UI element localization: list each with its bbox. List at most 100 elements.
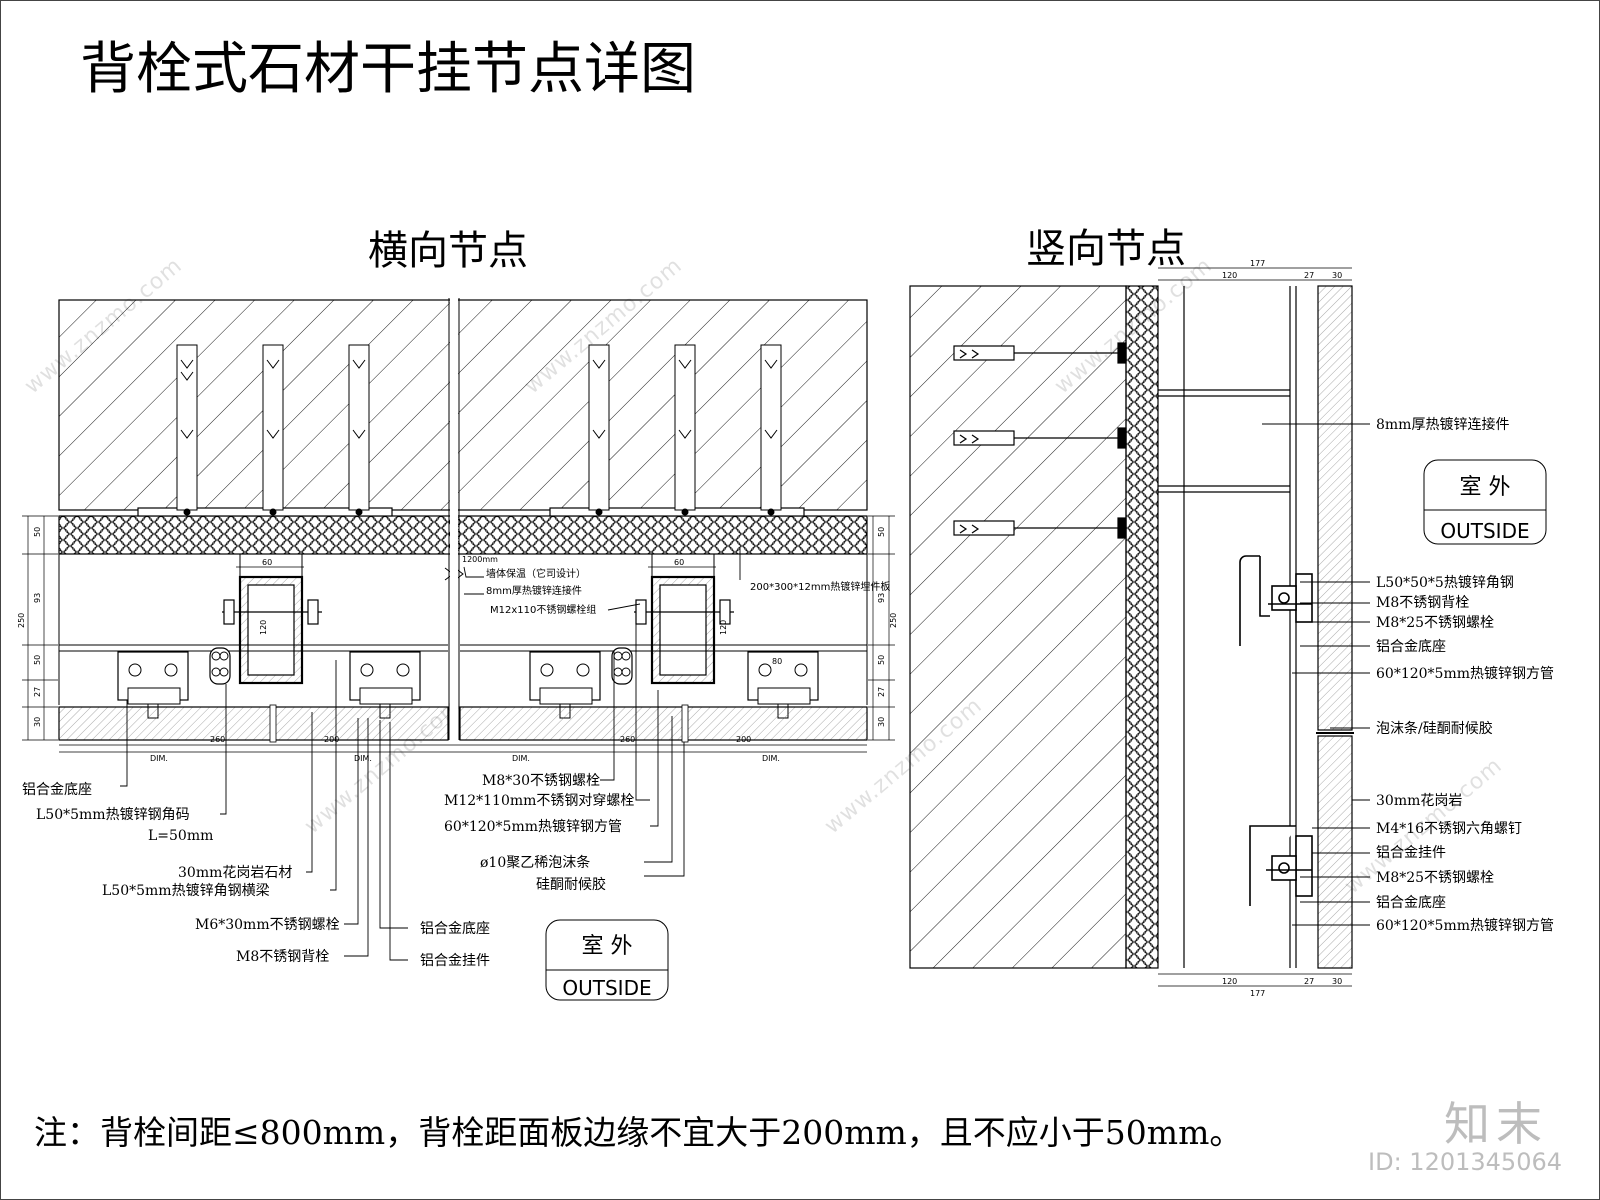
- inline-labels: 墙体保温（它司设计） 8mm厚热镀锌连接件 M12x110不锈钢螺栓组 200*…: [486, 567, 890, 616]
- svg-text:250: 250: [17, 613, 26, 628]
- callout-labels-horizontal: 铝合金底座 L50*5mm热镀锌钢角码 L=50mm 30mm花岗岩石材 L50…: [22, 773, 634, 969]
- svg-text:60: 60: [674, 558, 684, 567]
- svg-text:27: 27: [877, 687, 886, 697]
- svg-text:1200mm: 1200mm: [462, 555, 498, 564]
- vertical-dims: [1158, 267, 1352, 987]
- svg-text:120: 120: [719, 620, 728, 635]
- insulation-layer: [1125, 285, 1159, 969]
- svg-text:200*300*12mm热镀锌埋件板: 200*300*12mm热镀锌埋件板: [750, 580, 890, 593]
- svg-text:250: 250: [889, 613, 898, 628]
- svg-text:80: 80: [772, 657, 782, 666]
- granite-panel: [58, 706, 449, 741]
- svg-text:DIM.: DIM.: [150, 754, 168, 763]
- svg-text:177: 177: [1250, 259, 1265, 268]
- svg-text:硅酮耐候胶: 硅酮耐候胶: [536, 876, 606, 893]
- connector-plates: [1158, 389, 1290, 493]
- svg-text:120: 120: [259, 620, 268, 635]
- anchor-bolts: [176, 344, 782, 516]
- svg-text:93: 93: [33, 593, 42, 603]
- svg-text:铝合金底座: 铝合金底座: [1376, 895, 1446, 911]
- svg-text:M8*30不锈钢螺栓: M8*30不锈钢螺栓: [482, 773, 600, 789]
- svg-text:30: 30: [33, 717, 42, 727]
- svg-text:铝合金挂件: 铝合金挂件: [1376, 845, 1446, 861]
- svg-text:8mm厚热镀锌连接件: 8mm厚热镀锌连接件: [1376, 416, 1509, 433]
- svg-text:L=50mm: L=50mm: [148, 828, 213, 844]
- section-title-vertical: 竖向节点: [1026, 226, 1186, 272]
- svg-text:铝合金底座: 铝合金底座: [420, 921, 490, 937]
- outside-box-vertical: 室 外 OUTSIDE: [1423, 459, 1547, 545]
- svg-text:M8不锈钢背栓: M8不锈钢背栓: [236, 949, 329, 965]
- svg-text:M8不锈钢背栓: M8不锈钢背栓: [1376, 595, 1469, 611]
- dimension-left: [22, 515, 895, 753]
- svg-text:M12x110不锈钢螺栓组: M12x110不锈钢螺栓组: [490, 603, 596, 616]
- svg-text:铝合金底座: 铝合金底座: [1376, 639, 1446, 655]
- leader-lines-vertical: [1262, 423, 1370, 926]
- svg-text:27: 27: [33, 687, 42, 697]
- hanger-top: [1239, 555, 1313, 646]
- svg-text:93: 93: [877, 593, 886, 603]
- svg-text:M8*25不锈钢螺栓: M8*25不锈钢螺栓: [1376, 870, 1494, 886]
- svg-text:60: 60: [262, 558, 272, 567]
- svg-text:30: 30: [877, 717, 886, 727]
- callout-labels-vertical: 8mm厚热镀锌连接件 L50*50*5热镀锌角钢 M8不锈钢背栓 M8*25不锈…: [1376, 416, 1554, 934]
- design-note: 注：背栓间距≤800mm，背栓距面板边缘不宜大于200mm，且不应小于50mm。: [34, 1113, 1243, 1152]
- wall-anchors: [953, 342, 1127, 539]
- image-id: ID: 1201345064: [1368, 1148, 1562, 1176]
- svg-text:DIM.: DIM.: [354, 754, 372, 763]
- granite-panel: [1317, 735, 1353, 969]
- hanger-bottom: [1249, 825, 1313, 906]
- svg-text:30mm花岗岩: 30mm花岗岩: [1376, 793, 1462, 809]
- bolt-heads: [128, 651, 808, 677]
- svg-text:L50*50*5热镀锌角钢: L50*50*5热镀锌角钢: [1376, 574, 1514, 591]
- svg-text:M6*30mm不锈钢螺栓: M6*30mm不锈钢螺栓: [195, 917, 340, 933]
- svg-text:泡沫条/硅酮耐候胶: 泡沫条/硅酮耐候胶: [1376, 720, 1493, 737]
- svg-text:M12*110mm不锈钢对穿螺栓: M12*110mm不锈钢对穿螺栓: [444, 793, 634, 809]
- svg-text:50: 50: [877, 527, 886, 537]
- svg-text:27: 27: [1304, 271, 1314, 280]
- svg-text:DIM.: DIM.: [762, 754, 780, 763]
- dimension-texts: 50 93 250 50 27 30 50 93 250 50 27 30 60…: [17, 527, 898, 763]
- svg-text:DIM.: DIM.: [512, 754, 530, 763]
- svg-text:120: 120: [1222, 977, 1237, 986]
- svg-text:60*120*5mm热镀锌钢方管: 60*120*5mm热镀锌钢方管: [1376, 665, 1554, 682]
- svg-text:30mm花岗岩石材: 30mm花岗岩石材: [178, 865, 292, 881]
- steel-tubes: [238, 554, 716, 685]
- granite-panel: [459, 706, 868, 741]
- leader-lines: [120, 548, 741, 961]
- insulation-layer: [58, 515, 868, 555]
- svg-text:L50*5mm热镀锌钢角码: L50*5mm热镀锌钢角码: [36, 806, 190, 823]
- svg-text:50: 50: [33, 655, 42, 665]
- svg-text:177: 177: [1250, 989, 1265, 998]
- svg-text:200: 200: [736, 735, 751, 744]
- svg-text:30: 30: [1332, 271, 1342, 280]
- svg-text:铝合金挂件: 铝合金挂件: [420, 953, 490, 969]
- svg-text:室 外: 室 外: [582, 934, 633, 959]
- svg-text:260: 260: [620, 735, 635, 744]
- concrete-wall: [909, 285, 1127, 969]
- drawing-title: 背栓式石材干挂节点详图: [80, 37, 696, 102]
- svg-text:OUTSIDE: OUTSIDE: [1440, 519, 1529, 543]
- svg-text:M8*25不锈钢螺栓: M8*25不锈钢螺栓: [1376, 615, 1494, 631]
- svg-text:L50*5mm热镀锌角钢横梁: L50*5mm热镀锌角钢横梁: [102, 882, 270, 899]
- svg-text:M4*16不锈钢六角螺钉: M4*16不锈钢六角螺钉: [1376, 821, 1522, 837]
- svg-text:30: 30: [1332, 977, 1342, 986]
- vertical-node: 120 27 30 177 120 27 30 177 8mm厚热镀锌连: [909, 259, 1554, 998]
- horizontal-node: 50 93 250 50 27 30 50 93 250 50 27 30 60…: [17, 296, 898, 1001]
- svg-text:260: 260: [210, 735, 225, 744]
- outside-box-horizontal: 室 外 OUTSIDE: [545, 919, 669, 1001]
- svg-text:200: 200: [324, 735, 339, 744]
- svg-text:60*120*5mm热镀锌钢方管: 60*120*5mm热镀锌钢方管: [444, 818, 622, 835]
- vertical-dim-texts: 120 27 30 177 120 27 30 177: [1222, 259, 1342, 998]
- svg-text:120: 120: [1222, 271, 1237, 280]
- svg-text:室 外: 室 外: [1460, 475, 1511, 500]
- svg-text:铝合金底座: 铝合金底座: [22, 782, 92, 798]
- svg-text:墙体保温（它司设计）: 墙体保温（它司设计）: [486, 567, 586, 580]
- svg-text:60*120*5mm热镀锌钢方管: 60*120*5mm热镀锌钢方管: [1376, 917, 1554, 934]
- svg-text:50: 50: [877, 655, 886, 665]
- svg-text:50: 50: [33, 527, 42, 537]
- section-title-horizontal: 横向节点: [368, 228, 528, 274]
- svg-text:ø10聚乙稀泡沫条: ø10聚乙稀泡沫条: [480, 854, 590, 871]
- svg-text:27: 27: [1304, 977, 1314, 986]
- brand-logo: 知末: [1444, 1097, 1548, 1151]
